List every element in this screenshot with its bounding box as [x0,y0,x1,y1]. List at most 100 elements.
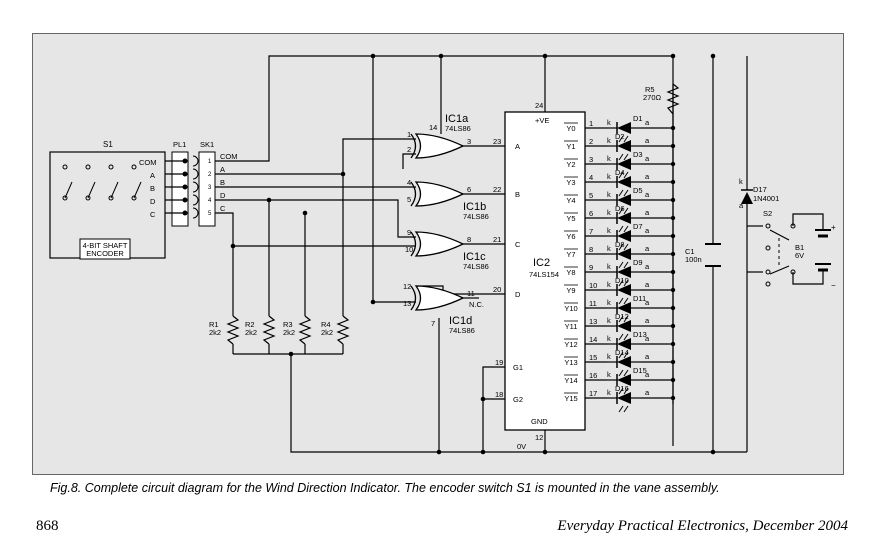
led-body [617,302,631,314]
svg-text:270Ω: 270Ω [643,93,662,102]
led-k-label: k [607,334,611,343]
svg-text:IC1a: IC1a [445,113,469,125]
ground-label: 0V [517,442,526,451]
led-light-arrows [618,243,629,251]
encoder-label-line1: 4-BIT SHAFT [83,241,128,250]
led-light-arrows [618,297,629,305]
pl1-connector [171,151,189,227]
svg-text:GND: GND [531,417,548,426]
svg-text:2k2: 2k2 [209,328,221,337]
led-name: D9 [633,258,643,267]
output-pin-number: 3 [589,155,593,164]
svg-text:R3: R3 [283,320,293,329]
svg-text:9: 9 [407,228,411,237]
svg-text:6V: 6V [795,251,804,260]
s1-to-connector-wires [165,160,183,214]
led-k-label: k [607,316,611,325]
led-k-label: k [607,352,611,361]
svg-text:B1: B1 [795,243,804,252]
led-body [617,158,631,170]
led-k-label: k [607,298,611,307]
svg-text:IC1b: IC1b [463,201,486,213]
svg-text:2k2: 2k2 [321,328,333,337]
led-a-label: a [645,370,650,379]
output-label: Y4 [566,196,575,205]
led-name: D5 [633,186,643,195]
led-k-label: k [607,154,611,163]
led-name: D4 [615,168,625,177]
output-pin-number: 15 [589,353,597,362]
svg-text:A: A [515,142,520,151]
led-k-label: k [607,172,611,181]
svg-text:G2: G2 [513,395,523,404]
output-label: Y5 [566,214,575,223]
junction-dot [670,251,676,257]
svg-text:5: 5 [208,211,212,217]
output-label: Y1 [566,142,575,151]
output-label: Y13 [564,358,577,367]
led-k-label: k [607,262,611,271]
led-light-arrows [618,225,629,233]
svg-text:1N4001: 1N4001 [753,194,779,203]
circuit-diagram: S1 4-BIT SHAFT ENCODER COM A B D C PL1 S… [32,33,844,475]
led-a-label: a [645,280,650,289]
led-name: D10 [615,276,629,285]
led-body [617,194,631,206]
junction-dot [670,305,676,311]
s1-pin-c: C [150,210,156,219]
led-a-label: a [645,136,650,145]
svg-text:24: 24 [535,101,543,110]
output-label: Y7 [566,250,575,259]
led-light-arrows [618,369,629,377]
signal-wires [215,55,824,453]
sk1-connector [198,151,216,227]
junction-dot [670,269,676,275]
output-pin-number: 9 [589,263,593,272]
led-light-arrows [618,279,629,287]
output-label: Y14 [564,376,577,385]
s1-pin-d: D [150,197,156,206]
output-label: Y15 [564,394,577,403]
line-label-c: C [220,204,226,213]
output-label: Y0 [566,124,575,133]
svg-text:21: 21 [493,235,501,244]
s1-pin-b: B [150,184,155,193]
junction-dot [670,395,676,401]
pl1-label: PL1 [173,140,186,149]
led-name: D16 [615,384,629,393]
svg-text:1: 1 [407,130,411,139]
led-body [617,266,631,278]
svg-text:IC1c: IC1c [463,251,486,263]
output-label: Y9 [566,286,575,295]
svg-text:R1: R1 [209,320,219,329]
led-name: D14 [615,348,629,357]
led-body [617,212,631,224]
led-name: D1 [633,114,643,123]
led-a-label: a [645,316,650,325]
svg-text:C1: C1 [685,247,695,256]
led-k-label: k [607,244,611,253]
svg-text:3: 3 [208,185,212,191]
led-name: D12 [615,312,629,321]
output-pin-number: 16 [589,371,597,380]
output-label: Y12 [564,340,577,349]
line-label-a: A [220,165,225,174]
svg-text:13: 13 [403,299,411,308]
led-body [617,356,631,368]
output-pin-number: 17 [589,389,597,398]
svg-text:23: 23 [493,137,501,146]
